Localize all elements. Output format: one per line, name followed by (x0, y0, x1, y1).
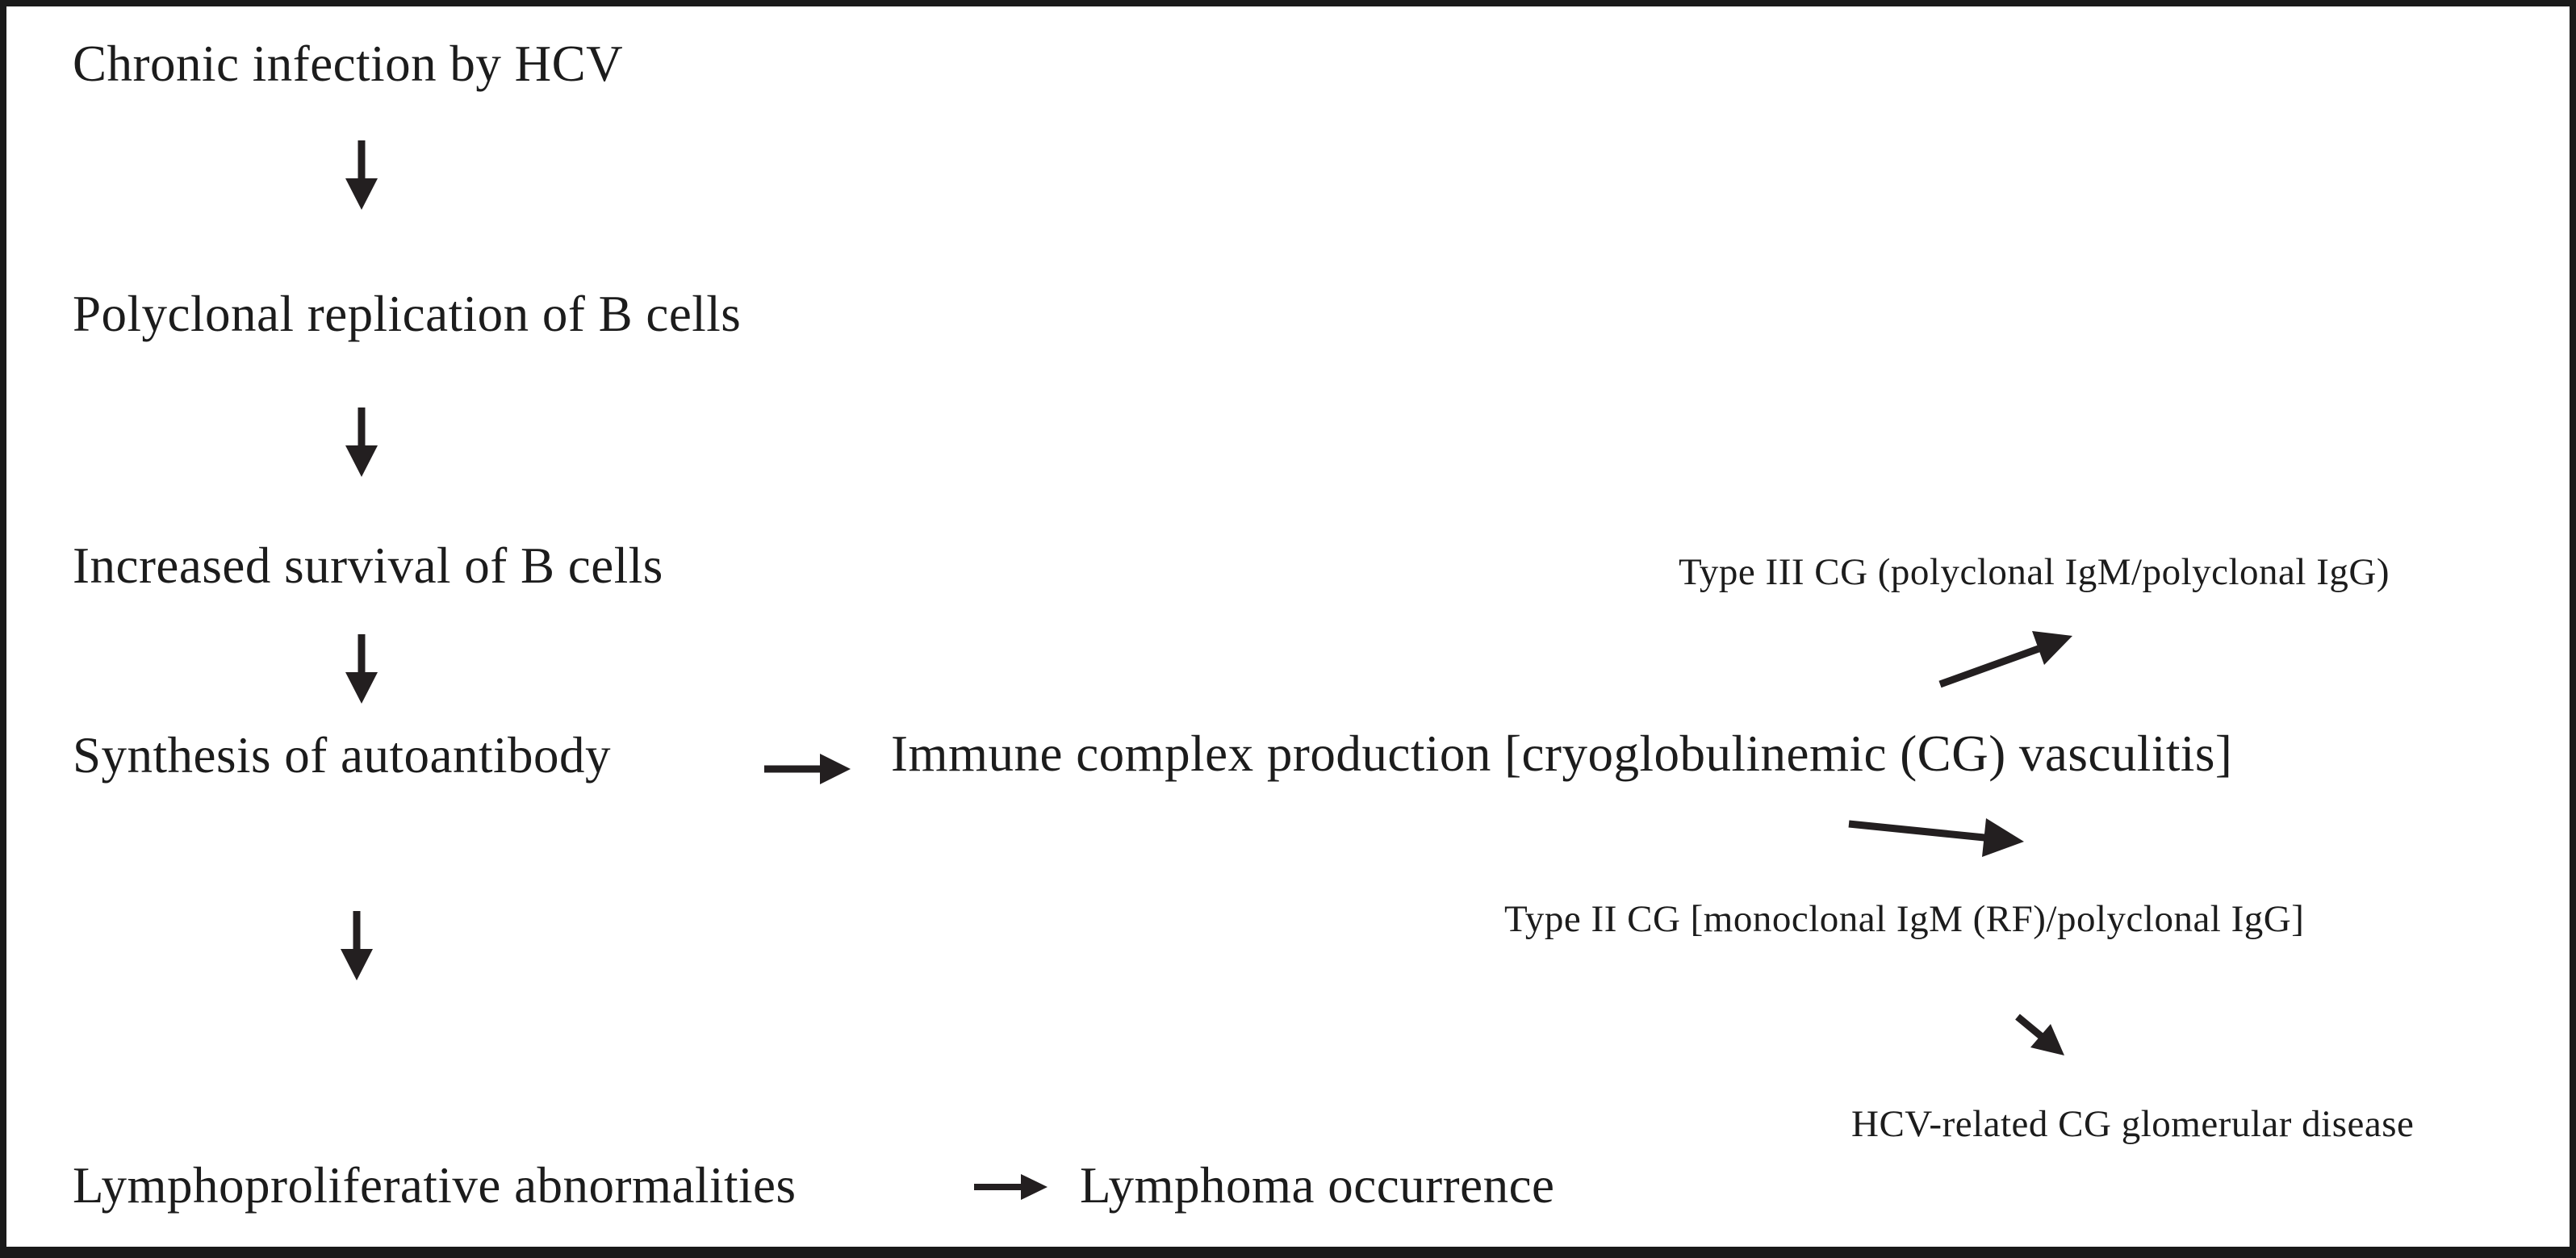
node-type3-cg: Type III CG (polyclonal IgM/polyclonal I… (1679, 551, 2390, 593)
node-increased-survival: Increased survival of B cells (73, 537, 663, 594)
arrow-up-right-icon (1934, 624, 2083, 692)
arrow-down-right-icon (1842, 805, 2036, 862)
arrow-down-icon (336, 138, 387, 212)
node-chronic-infection: Chronic infection by HCV (73, 36, 624, 92)
node-immune-complex-production: Immune complex production [cryoglobuline… (891, 725, 2233, 782)
node-lymphoma-occurrence: Lymphoma occurrence (1080, 1157, 1555, 1214)
arrow-right-icon (972, 1168, 1049, 1206)
node-polyclonal-replication: Polyclonal replication of B cells (73, 286, 742, 342)
node-lymphoproliferative-abnormalities: Lymphoproliferative abnormalities (73, 1157, 797, 1214)
node-synthesis-autoantibody: Synthesis of autoantibody (73, 727, 611, 784)
arrow-down-right-icon (2008, 1007, 2080, 1072)
node-type2-cg: Type II CG [monoclonal IgM (RF)/polyclon… (1504, 898, 2305, 940)
node-hcv-glomerular-disease: HCV-related CG glomerular disease (1851, 1103, 2415, 1145)
arrow-down-icon (331, 909, 383, 983)
arrow-down-icon (336, 405, 387, 479)
arrow-down-icon (336, 632, 387, 706)
arrow-right-icon (762, 749, 852, 789)
